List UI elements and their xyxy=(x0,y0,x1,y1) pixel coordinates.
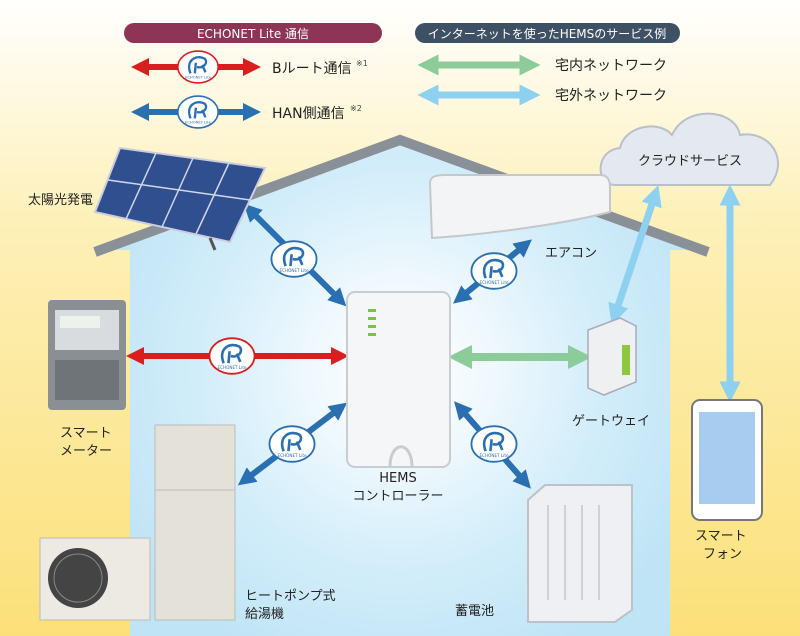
phone-label-line1: スマート xyxy=(695,529,747,544)
gateway-icon xyxy=(587,317,637,396)
hems-label-line2: コントローラー xyxy=(352,489,443,504)
hems-label-line1: HEMS xyxy=(379,471,416,486)
aircon-label: エアコン xyxy=(545,246,597,261)
air-conditioner-icon xyxy=(428,174,611,240)
hems-controller-icon xyxy=(346,291,451,468)
han-label: HAN側通信 xyxy=(272,106,345,122)
smartphone-icon xyxy=(691,399,763,521)
echonet-pill xyxy=(124,23,382,43)
internet-title: インターネットを使ったHEMSのサービス例 xyxy=(428,26,667,41)
solar-panel-icon xyxy=(93,146,267,251)
echonet-logo-icon xyxy=(270,240,318,278)
echonet-logo-icon xyxy=(176,95,220,129)
echonet-title: ECHONET Lite 通信 xyxy=(197,27,309,41)
solar-label: 太陽光発電 xyxy=(28,193,93,208)
phone-label-line2: フォン xyxy=(703,547,742,562)
b-route-note: ※1 xyxy=(356,59,368,68)
internet-pill xyxy=(415,23,680,43)
meter-label-line1: スマート xyxy=(60,426,112,441)
heat-pump-icon xyxy=(39,424,236,621)
echonet-logo-icon xyxy=(176,50,220,84)
echonet-logo-icon xyxy=(470,252,518,290)
cloud-gateway-arrow xyxy=(608,185,662,325)
battery-icon xyxy=(527,484,633,623)
b-route-label: Bルート通信 xyxy=(272,61,352,77)
cloud-icon xyxy=(599,112,780,186)
echonet-logo-icon xyxy=(268,425,316,463)
han-note: ※2 xyxy=(350,104,362,113)
meter-label-line2: メーター xyxy=(60,444,112,459)
heatpump-label-line1: ヒートポンプ式 xyxy=(245,589,336,604)
outside-network-label: 宅外ネットワーク xyxy=(555,88,667,104)
cloud-label: クラウドサービス xyxy=(638,154,742,169)
gateway-label: ゲートウェイ xyxy=(572,414,650,429)
echonet-logo-icon xyxy=(208,337,256,375)
echonet-logo-icon xyxy=(470,425,518,463)
battery-label: 蓄電池 xyxy=(455,604,494,619)
heatpump-label-line2: 給湯機 xyxy=(245,607,284,622)
smart-meter-icon xyxy=(48,300,126,410)
home-network-label: 宅内ネットワーク xyxy=(555,58,667,74)
